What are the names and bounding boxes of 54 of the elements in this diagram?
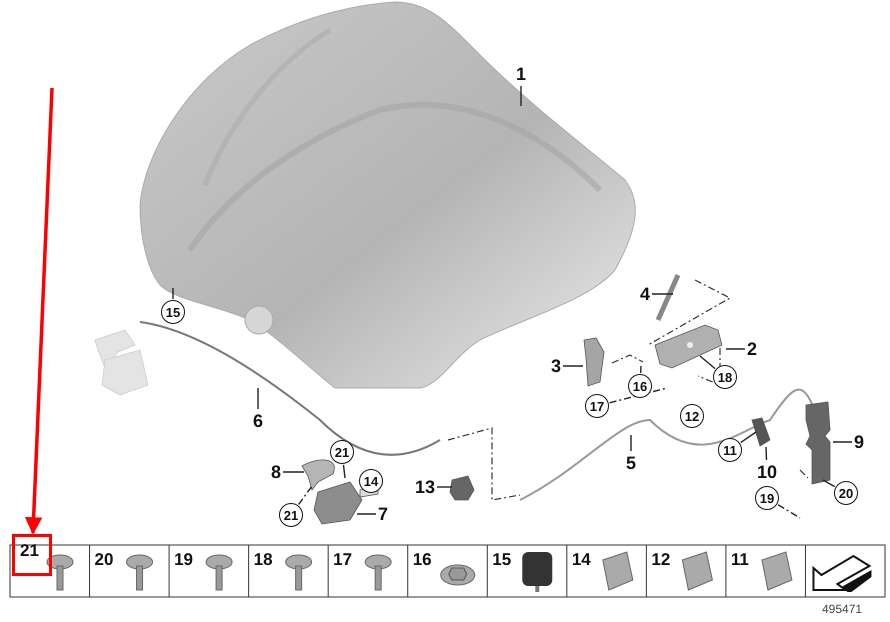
callout-number: 4: [639, 283, 651, 305]
callout-number: 14: [359, 469, 383, 493]
callout-number: 16: [628, 374, 652, 398]
leader-line: [257, 388, 259, 409]
leader-line: [652, 293, 673, 295]
leader-line: [283, 471, 304, 473]
part-number: 20: [94, 550, 114, 570]
part-number: 18: [254, 550, 273, 570]
part-number: 14: [572, 550, 591, 570]
part-number: 11: [730, 550, 749, 570]
callout-number: 12: [680, 404, 704, 428]
leader-line: [342, 464, 346, 478]
callout-number: 21: [279, 503, 303, 527]
leader-line: [640, 366, 642, 374]
leader-line: [726, 348, 745, 350]
leader-line: [437, 486, 452, 488]
part-number: 19: [174, 550, 193, 570]
leader-line: [778, 504, 800, 519]
leader-line: [172, 288, 174, 299]
callout-number: 19: [755, 486, 779, 510]
callout-number: 10: [756, 461, 778, 483]
callout-number: 21: [330, 440, 354, 464]
leader-line: [765, 446, 768, 460]
arrow: [24, 88, 54, 535]
callout-number: 7: [377, 503, 389, 525]
callout-number: 2: [746, 338, 758, 360]
callout-number: 13: [414, 476, 436, 498]
leader-line: [833, 441, 852, 443]
leader-line: [298, 486, 313, 505]
highlight-frame: 21: [12, 534, 52, 576]
leader-line: [520, 86, 522, 106]
leader-line: [822, 479, 836, 488]
leader-line: [609, 387, 668, 404]
callout-number: 20: [834, 481, 858, 505]
callout-number: 9: [853, 431, 865, 453]
callout-number: 3: [550, 355, 562, 377]
leader-line: [700, 355, 716, 370]
callout-number: 6: [252, 410, 264, 432]
callout-number: 8: [270, 461, 282, 483]
callout-number: 1: [515, 63, 527, 85]
callout-number: 15: [161, 300, 185, 324]
callout-number: 17: [585, 394, 609, 418]
part-number: 16: [412, 550, 432, 570]
callout-number: 5: [625, 452, 637, 474]
drawing-number: 495471: [822, 602, 862, 616]
part-number: 17: [333, 550, 352, 570]
callout-number: 18: [713, 365, 737, 389]
leader-line: [563, 365, 583, 367]
part-number: 15: [492, 550, 512, 570]
part-number: 12: [651, 550, 670, 570]
leader-line: [357, 513, 376, 515]
leader-line: [630, 435, 632, 451]
leader-line: [740, 431, 756, 444]
callout-number: 11: [718, 438, 742, 462]
